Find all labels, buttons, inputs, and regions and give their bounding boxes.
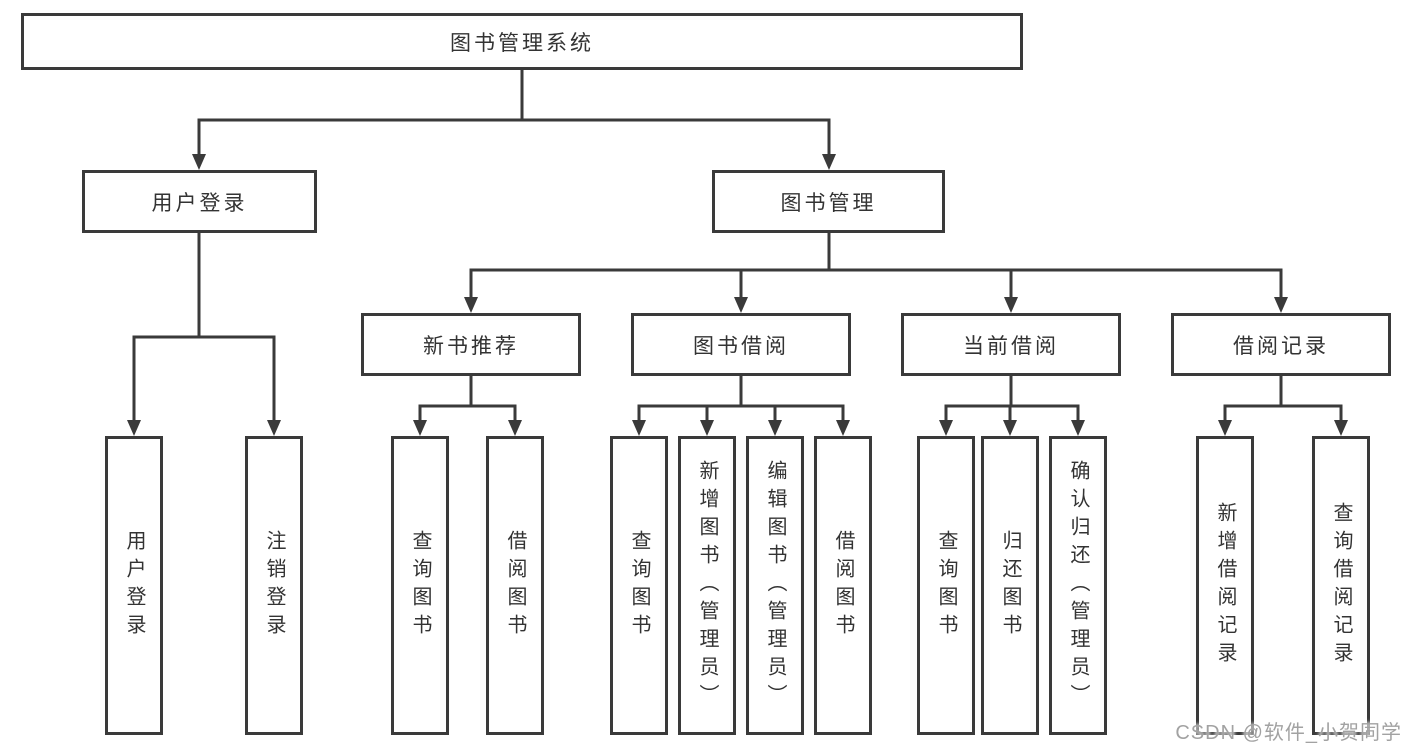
node-user-login: 用户登录 <box>82 170 317 233</box>
node-book-management-label: 图书管理 <box>780 191 877 215</box>
node-user-login-label: 用户登录 <box>151 191 248 215</box>
arrowhead-icon <box>700 420 714 436</box>
arrowhead-icon <box>413 420 427 436</box>
leaf-query-book-3: 查询图书 <box>917 436 975 735</box>
watermark-text: CSDN @软件_小贺同学 <box>1175 722 1402 744</box>
arrowhead-icon <box>1334 420 1348 436</box>
leaf-query-book-1-label: 查询图书 <box>409 529 431 642</box>
leaf-return-book: 归还图书 <box>981 436 1039 735</box>
arrowhead-icon <box>192 154 206 170</box>
arrowhead-icon <box>1003 420 1017 436</box>
arrowhead-icon <box>822 154 836 170</box>
arrowhead-icon <box>508 420 522 436</box>
arrowhead-icon <box>267 420 281 436</box>
leaf-confirm-return-admin-label: 确认归还（管理员） <box>1067 459 1089 712</box>
node-current-borrow: 当前借阅 <box>901 313 1121 376</box>
leaf-query-book-2: 查询图书 <box>610 436 668 735</box>
node-book-borrow: 图书借阅 <box>631 313 851 376</box>
connector-book-management-children <box>464 233 1288 313</box>
leaf-add-book-admin: 新增图书（管理员） <box>678 436 736 735</box>
arrowhead-icon <box>734 297 748 313</box>
node-new-book-recommend-label: 新书推荐 <box>423 334 519 358</box>
connector-book-borrow-children <box>632 376 850 436</box>
arrowhead-icon <box>939 420 953 436</box>
node-root-label: 图书管理系统 <box>450 31 594 55</box>
leaf-logout: 注销登录 <box>245 436 303 735</box>
leaf-user-login: 用户登录 <box>105 436 163 735</box>
arrowhead-icon <box>127 420 141 436</box>
arrowhead-icon <box>1218 420 1232 436</box>
leaf-add-book-admin-label: 新增图书（管理员） <box>696 459 718 712</box>
leaf-borrow-book-1-label: 借阅图书 <box>504 529 526 642</box>
leaf-query-book-3-label: 查询图书 <box>935 529 957 642</box>
leaf-edit-book-admin-label: 编辑图书（管理员） <box>764 459 786 712</box>
arrowhead-icon <box>464 297 478 313</box>
leaf-user-login-label: 用户登录 <box>123 529 145 642</box>
arrowhead-icon <box>768 420 782 436</box>
leaf-edit-book-admin: 编辑图书（管理员） <box>746 436 804 735</box>
connector-root-to-level2 <box>192 70 836 170</box>
arrowhead-icon <box>1274 297 1288 313</box>
arrowhead-icon <box>632 420 646 436</box>
leaf-borrow-book-1: 借阅图书 <box>486 436 544 735</box>
leaf-query-book-2-label: 查询图书 <box>628 529 650 642</box>
leaf-add-borrow-record-label: 新增借阅记录 <box>1214 501 1236 670</box>
arrowhead-icon <box>1004 297 1018 313</box>
node-new-book-recommend: 新书推荐 <box>361 313 581 376</box>
connector-current-borrow-children <box>939 376 1085 436</box>
leaf-add-borrow-record: 新增借阅记录 <box>1196 436 1254 735</box>
node-current-borrow-label: 当前借阅 <box>963 334 1059 358</box>
node-book-borrow-label: 图书借阅 <box>693 334 789 358</box>
leaf-logout-label: 注销登录 <box>263 529 285 642</box>
leaf-borrow-book-2: 借阅图书 <box>814 436 872 735</box>
node-borrow-record: 借阅记录 <box>1171 313 1391 376</box>
leaf-query-book-1: 查询图书 <box>391 436 449 735</box>
node-root: 图书管理系统 <box>21 13 1023 70</box>
leaf-borrow-book-2-label: 借阅图书 <box>832 529 854 642</box>
leaf-return-book-label: 归还图书 <box>999 529 1021 642</box>
node-book-management: 图书管理 <box>712 170 945 233</box>
leaf-query-borrow-record: 查询借阅记录 <box>1312 436 1370 735</box>
connector-borrow-record-children <box>1218 376 1348 436</box>
leaf-query-borrow-record-label: 查询借阅记录 <box>1330 501 1352 670</box>
arrowhead-icon <box>1071 420 1085 436</box>
connector-new-book-recommend-children <box>413 376 522 436</box>
connector-user-login-children <box>127 233 281 436</box>
arrowhead-icon <box>836 420 850 436</box>
node-borrow-record-label: 借阅记录 <box>1233 334 1329 358</box>
leaf-confirm-return-admin: 确认归还（管理员） <box>1049 436 1107 735</box>
